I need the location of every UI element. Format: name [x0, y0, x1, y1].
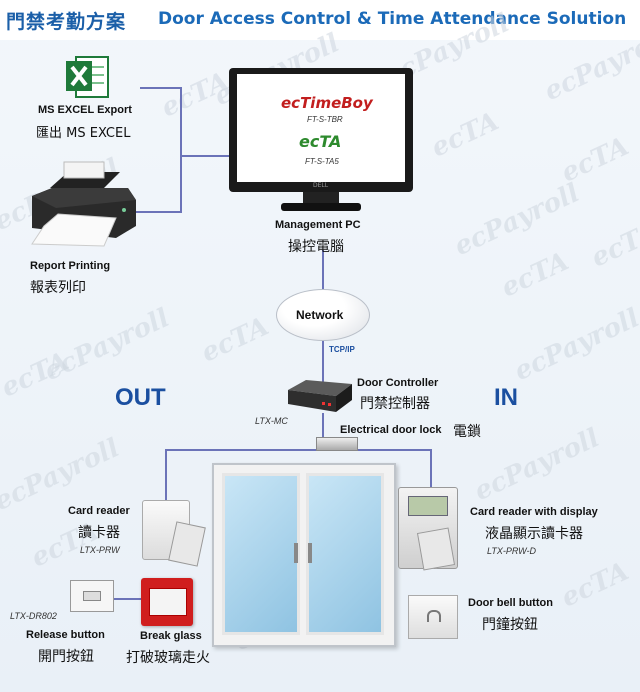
printer-icon — [28, 160, 140, 252]
excel-icon — [64, 55, 110, 99]
release-label-cn: 開門按鈕 — [38, 649, 94, 665]
excel-label-en: MS EXCEL Export — [38, 104, 132, 116]
break-glass-panel — [149, 588, 187, 616]
watermark: ecTA — [156, 66, 234, 124]
lock-label-en: Electrical door lock — [340, 424, 442, 436]
release-button-device — [70, 580, 114, 612]
watermark: ecTA — [426, 106, 504, 164]
card-reader-label-cn: 讀卡器 — [78, 525, 120, 541]
watermark: ecTA — [556, 131, 634, 189]
monitor: ecTimeBoy FT-S-TBR ecTA FT-S-TA5 DELL — [229, 68, 413, 192]
excel-label-cn: 匯出 MS EXCEL — [36, 126, 131, 141]
app-code-ecta: FT-S-TA5 — [305, 157, 339, 166]
monitor-stand — [281, 203, 361, 211]
card-icon — [416, 527, 456, 571]
lock-device — [316, 437, 358, 451]
connector-line — [140, 87, 182, 89]
protocol-label: TCP/IP — [329, 345, 355, 354]
controller-device — [284, 378, 354, 414]
lock-label-cn: 電鎖 — [453, 424, 481, 440]
door-panel-left — [222, 473, 300, 635]
connector-line — [322, 413, 324, 441]
connector-line — [430, 449, 432, 489]
door-panel-right — [306, 473, 384, 635]
title-chinese: 門禁考勤方案 — [6, 11, 127, 33]
network-cloud — [276, 289, 370, 341]
card-reader-model: LTX-PRW — [80, 545, 120, 555]
direction-out: OUT — [115, 384, 166, 411]
break-glass-label-cn: 打破玻璃走火 — [126, 650, 210, 666]
connector-line — [165, 449, 167, 504]
monitor-neck — [303, 192, 339, 204]
connector-line — [110, 598, 142, 600]
network-label: Network — [296, 308, 344, 322]
reader-lcd — [408, 496, 448, 516]
app-logo-ecta: ecTA — [299, 132, 342, 151]
watermark: ecTA — [586, 216, 640, 274]
app-logo-timeboy: ecTimeBoy — [281, 94, 373, 112]
display-reader-label-cn: 液晶顯示讀卡器 — [485, 526, 583, 542]
door-handle — [294, 543, 298, 563]
watermark: ecPayroll — [449, 178, 585, 262]
watermark: ecPayroll — [509, 303, 640, 387]
direction-in: IN — [494, 384, 518, 411]
monitor-screen: ecTimeBoy FT-S-TBR ecTA FT-S-TA5 — [237, 74, 405, 182]
watermark: ecTA — [0, 346, 74, 404]
title-bar — [0, 0, 640, 40]
release-label-en: Release button — [26, 629, 105, 641]
monitor-brand: DELL — [313, 182, 329, 189]
release-model: LTX-DR802 — [10, 611, 57, 621]
connector-line — [165, 449, 432, 451]
pc-label-en: Management PC — [275, 219, 361, 231]
doorbell-device — [408, 595, 458, 639]
controller-model: LTX-MC — [255, 416, 288, 426]
app-code-timeboy: FT-S-TBR — [307, 115, 343, 124]
connector-line — [322, 340, 324, 385]
controller-label-cn: 門禁控制器 — [360, 396, 430, 412]
title-english: Door Access Control & Time Attendance So… — [158, 9, 627, 29]
glass-door — [212, 463, 396, 647]
display-reader-label-en: Card reader with display — [470, 506, 598, 518]
watermark: ecTA — [556, 556, 634, 614]
connector-line — [322, 250, 324, 290]
printer-label-cn: 報表列印 — [30, 280, 86, 296]
break-glass-device — [141, 578, 193, 626]
release-button-key — [83, 591, 101, 601]
printer-label-en: Report Printing — [30, 260, 111, 272]
connector-line — [180, 87, 182, 212]
watermark: ecTA — [496, 246, 574, 304]
watermark: ecPayroll — [39, 303, 175, 387]
display-reader-model: LTX-PRW-D — [487, 546, 537, 556]
door-handle — [308, 543, 312, 563]
card-reader-label-en: Card reader — [68, 505, 130, 517]
connector-line — [180, 155, 230, 157]
doorbell-label-en: Door bell button — [468, 597, 553, 609]
connector-line — [112, 211, 182, 213]
watermark: ecTA — [196, 311, 274, 369]
controller-label-en: Door Controller — [357, 377, 439, 389]
watermark: ecPayroll — [469, 423, 605, 507]
bell-icon — [427, 610, 441, 622]
break-glass-label-en: Break glass — [140, 630, 202, 642]
doorbell-label-cn: 門鐘按鈕 — [482, 617, 538, 633]
pc-label-cn: 操控電腦 — [288, 239, 344, 255]
